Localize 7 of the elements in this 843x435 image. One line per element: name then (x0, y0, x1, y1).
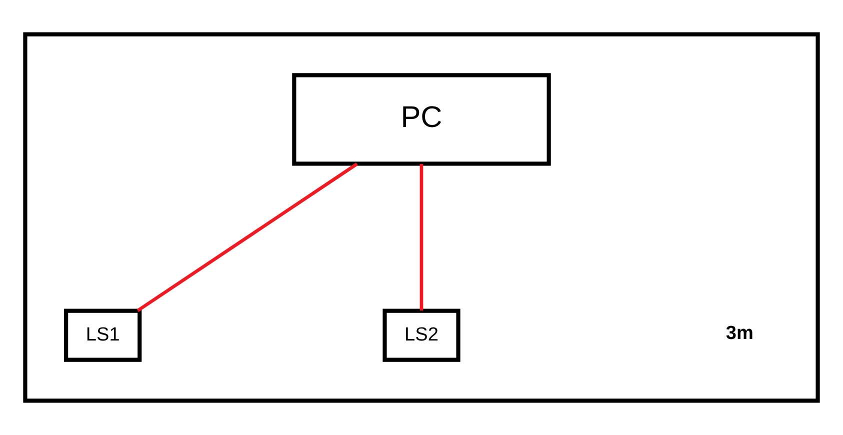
node-box: PC (292, 73, 551, 166)
connector (420, 164, 424, 311)
node-box: LS1 (64, 308, 142, 362)
cluster (23, 32, 820, 403)
label: 3m (726, 322, 754, 344)
node-box: LS2 (382, 308, 460, 362)
connector (136, 162, 358, 312)
